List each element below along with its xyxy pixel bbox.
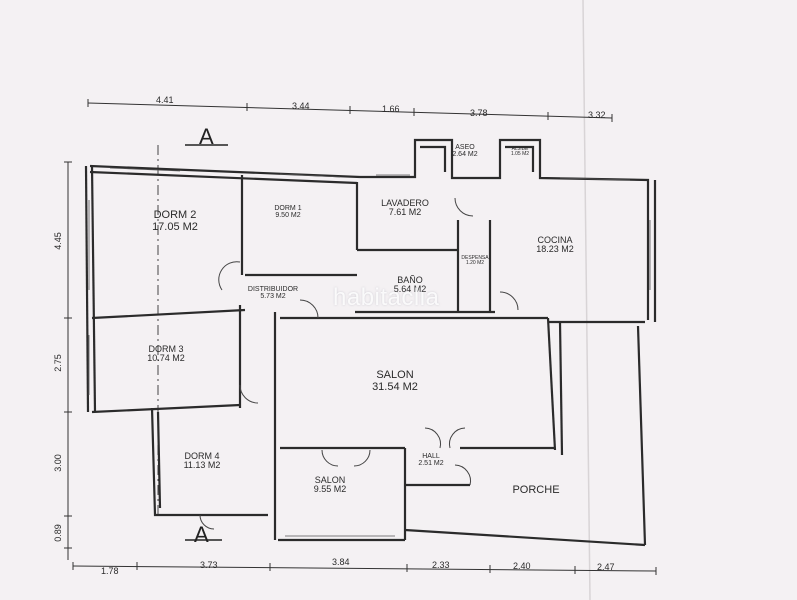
- dim-left-1: 4.45: [52, 232, 63, 250]
- dim-bottom-4: 2.33: [432, 560, 450, 570]
- room-distribuidor: DISTRIBUIDOR 5.73 M2: [238, 286, 308, 301]
- room-dorm1: DORM 1 9.50 M2: [258, 205, 318, 220]
- room-dorm4-area: 11.13 M2: [183, 460, 221, 471]
- dim-top-4: 3.78: [470, 108, 488, 118]
- room-cocina-name: COCINA: [537, 235, 573, 245]
- room-salon-small-area: 9.55 M2: [313, 484, 347, 495]
- dim-bottom-2: 3.73: [200, 560, 218, 570]
- section-arrows: [185, 144, 228, 541]
- dim-bottom-5: 2.40: [513, 561, 531, 571]
- room-dorm2: DORM 2 17.05 M2: [130, 209, 220, 233]
- room-porche: PORCHE: [496, 484, 576, 497]
- room-aseo-area: 2.64 M2: [452, 151, 478, 159]
- room-salon-main: SALON 31.54 M2: [350, 369, 440, 393]
- room-despensa: DESPENSA 1.20 M2: [460, 255, 490, 267]
- room-bano: BAÑO 5.64 M2: [375, 275, 445, 295]
- room-aseo: ASEO 2.64 M2: [440, 144, 490, 159]
- room-hall-name: HALL: [422, 453, 440, 460]
- dimension-lines: [64, 99, 657, 575]
- dim-top-2: 3.44: [292, 101, 310, 111]
- room-despensa-name: DESPENSA: [461, 255, 489, 261]
- walls: [84, 138, 657, 547]
- room-dorm3: DORM 3 10.74 M2: [126, 344, 206, 364]
- windows: [88, 167, 651, 537]
- paper-fold: [582, 0, 591, 600]
- dim-left-4: 0.89: [52, 524, 63, 542]
- room-distribuidor-name: DISTRIBUIDOR: [247, 286, 299, 293]
- room-aljibe-name: ALJIBE: [511, 146, 529, 152]
- watermark: habitaclia: [333, 284, 440, 311]
- room-salon-main-area: 31.54 M2: [372, 380, 418, 393]
- section-mark-bottom: A: [194, 522, 209, 547]
- dim-top-1: 4.41: [156, 95, 174, 105]
- dim-left-3: 3.00: [52, 454, 63, 472]
- room-aseo-name: ASEO: [455, 144, 475, 151]
- dim-bottom-1: 1.78: [101, 566, 119, 576]
- room-cocina: COCINA 18.23 M2: [515, 235, 595, 255]
- room-salon-main-name: SALON: [376, 369, 414, 381]
- room-bano-name: BAÑO: [397, 275, 423, 285]
- room-dorm3-name: DORM 3: [148, 344, 184, 354]
- room-distribuidor-area: 5.73 M2: [260, 293, 286, 301]
- room-cocina-area: 18.23 M2: [536, 244, 574, 255]
- door-swings: [199, 197, 519, 530]
- room-lavadero-area: 7.61 M2: [388, 207, 422, 218]
- room-aljibe: ALJIBE 1.05 M2: [506, 146, 534, 158]
- room-despensa-area: 1.20 M2: [465, 260, 485, 267]
- room-dorm1-name: DORM 1: [274, 205, 302, 212]
- dim-top-3: 1.66: [382, 104, 400, 114]
- dim-bottom-3: 3.84: [332, 557, 350, 567]
- room-salon-small: SALON 9.55 M2: [295, 475, 365, 495]
- room-lavadero-name: LAVADERO: [381, 198, 429, 208]
- room-hall: HALL 2.51 M2: [406, 453, 456, 468]
- dim-bottom-6: 2.47: [597, 562, 615, 572]
- room-dorm2-area: 17.05 M2: [152, 220, 198, 233]
- room-dorm4: DORM 4 11.13 M2: [162, 451, 242, 471]
- room-dorm2-name: DORM 2: [153, 209, 197, 221]
- dim-left-2: 2.75: [52, 354, 63, 372]
- room-dorm1-area: 9.50 M2: [275, 212, 301, 220]
- room-dorm4-name: DORM 4: [184, 451, 220, 461]
- room-bano-area: 5.64 M2: [393, 284, 427, 295]
- room-porche-name: PORCHE: [512, 484, 560, 496]
- dim-top-5: 3.32: [588, 110, 606, 120]
- room-salon-small-name: SALON: [314, 475, 346, 485]
- room-lavadero: LAVADERO 7.61 M2: [370, 198, 440, 218]
- room-hall-area: 2.51 M2: [418, 460, 444, 468]
- section-mark-top: A: [199, 124, 214, 149]
- room-dorm3-area: 10.74 M2: [147, 353, 185, 364]
- room-aljibe-area: 1.05 M2: [510, 151, 530, 158]
